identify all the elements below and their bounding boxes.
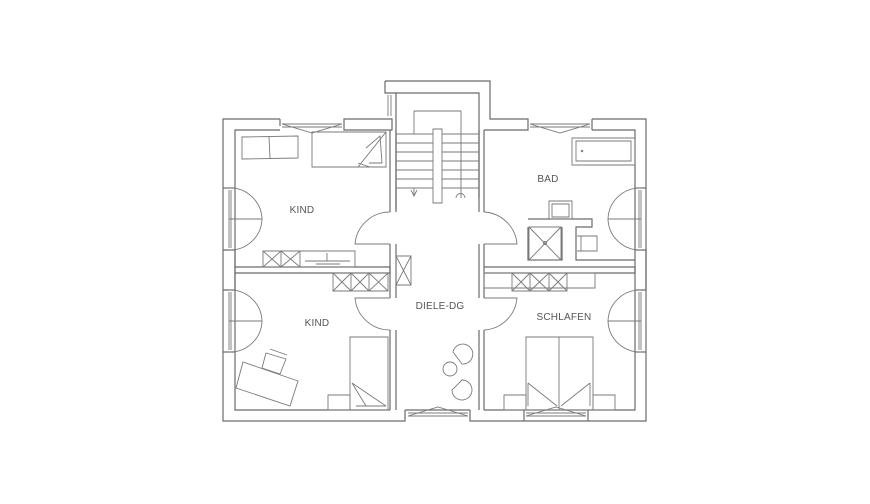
staircase [396,110,479,204]
room-labels: KIND KIND BAD DIELE-DG SCHLAFEN [290,174,592,329]
furniture-kind-top [241,131,387,268]
windows [228,95,642,417]
room-label-kind-top: KIND [290,205,315,216]
room-label-schlafen: SCHLAFEN [537,312,592,323]
furniture-kind-bottom [235,255,412,411]
interior-walls [235,130,636,410]
furniture-schlafen [483,272,616,411]
furniture-hall [442,343,474,401]
furniture-bad [528,137,636,261]
room-label-kind-bottom: KIND [305,318,330,329]
room-label-diele: DIELE-DG [416,301,465,312]
room-label-bad: BAD [537,174,558,185]
doors [228,187,642,353]
